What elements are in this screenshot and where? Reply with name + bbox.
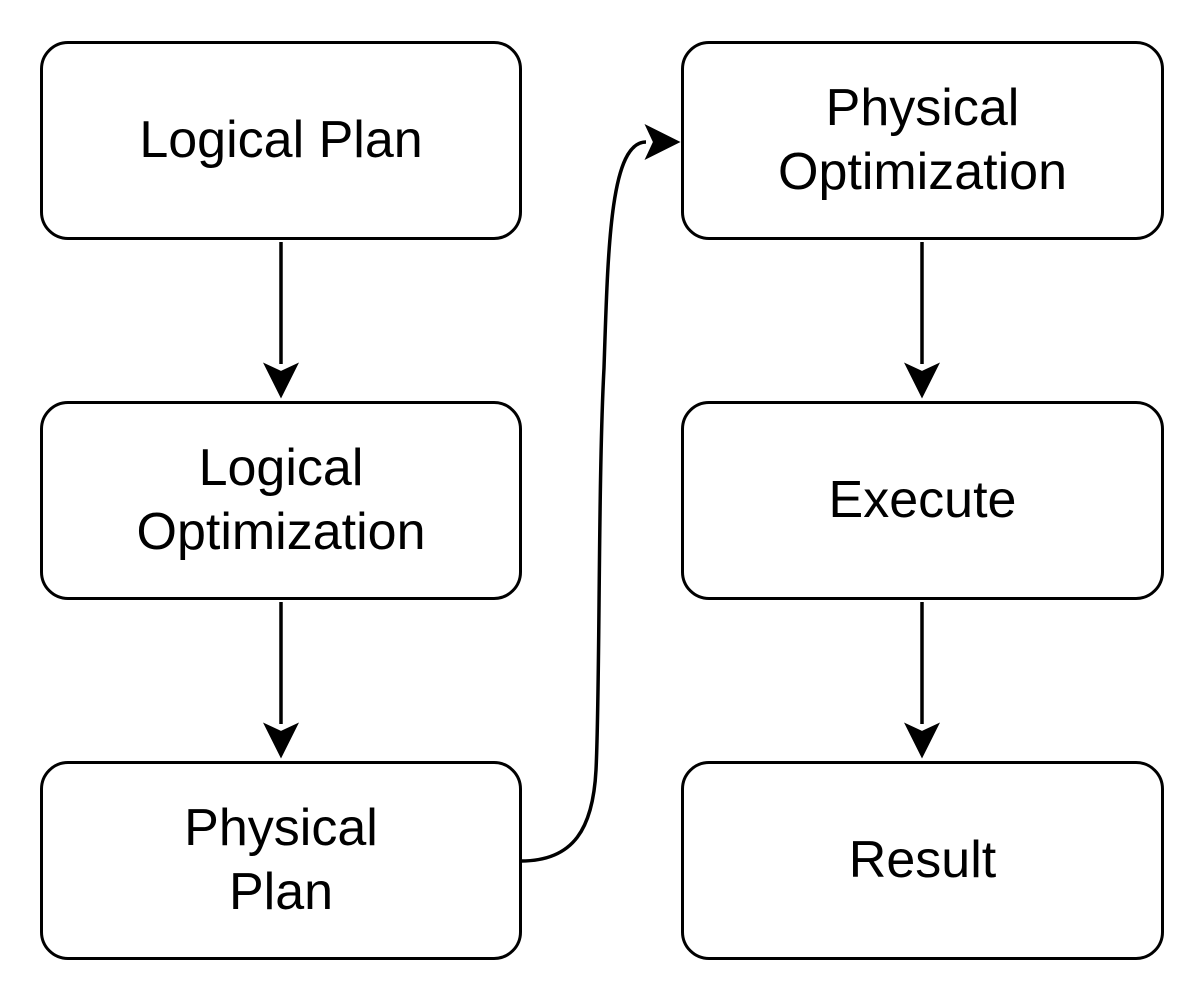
node-result-label: Result <box>848 830 997 889</box>
edge-physical-plan-to-physical-optimization <box>520 124 681 863</box>
node-physical-plan-label: Physical Plan <box>184 799 378 921</box>
node-physical-plan: Physical Plan <box>40 761 522 960</box>
node-logical-plan-label: Logical Plan <box>139 110 423 169</box>
node-execute: Execute <box>681 401 1164 600</box>
node-logical-plan: Logical Plan <box>40 41 522 240</box>
node-physical-optimization: Physical Optimization <box>681 41 1164 240</box>
node-physical-optimization-label: Physical Optimization <box>778 79 1067 201</box>
node-execute-label: Execute <box>828 470 1017 529</box>
node-logical-optimization: Logical Optimization <box>40 401 522 600</box>
node-result: Result <box>681 761 1164 960</box>
node-logical-optimization-label: Logical Optimization <box>136 439 426 561</box>
